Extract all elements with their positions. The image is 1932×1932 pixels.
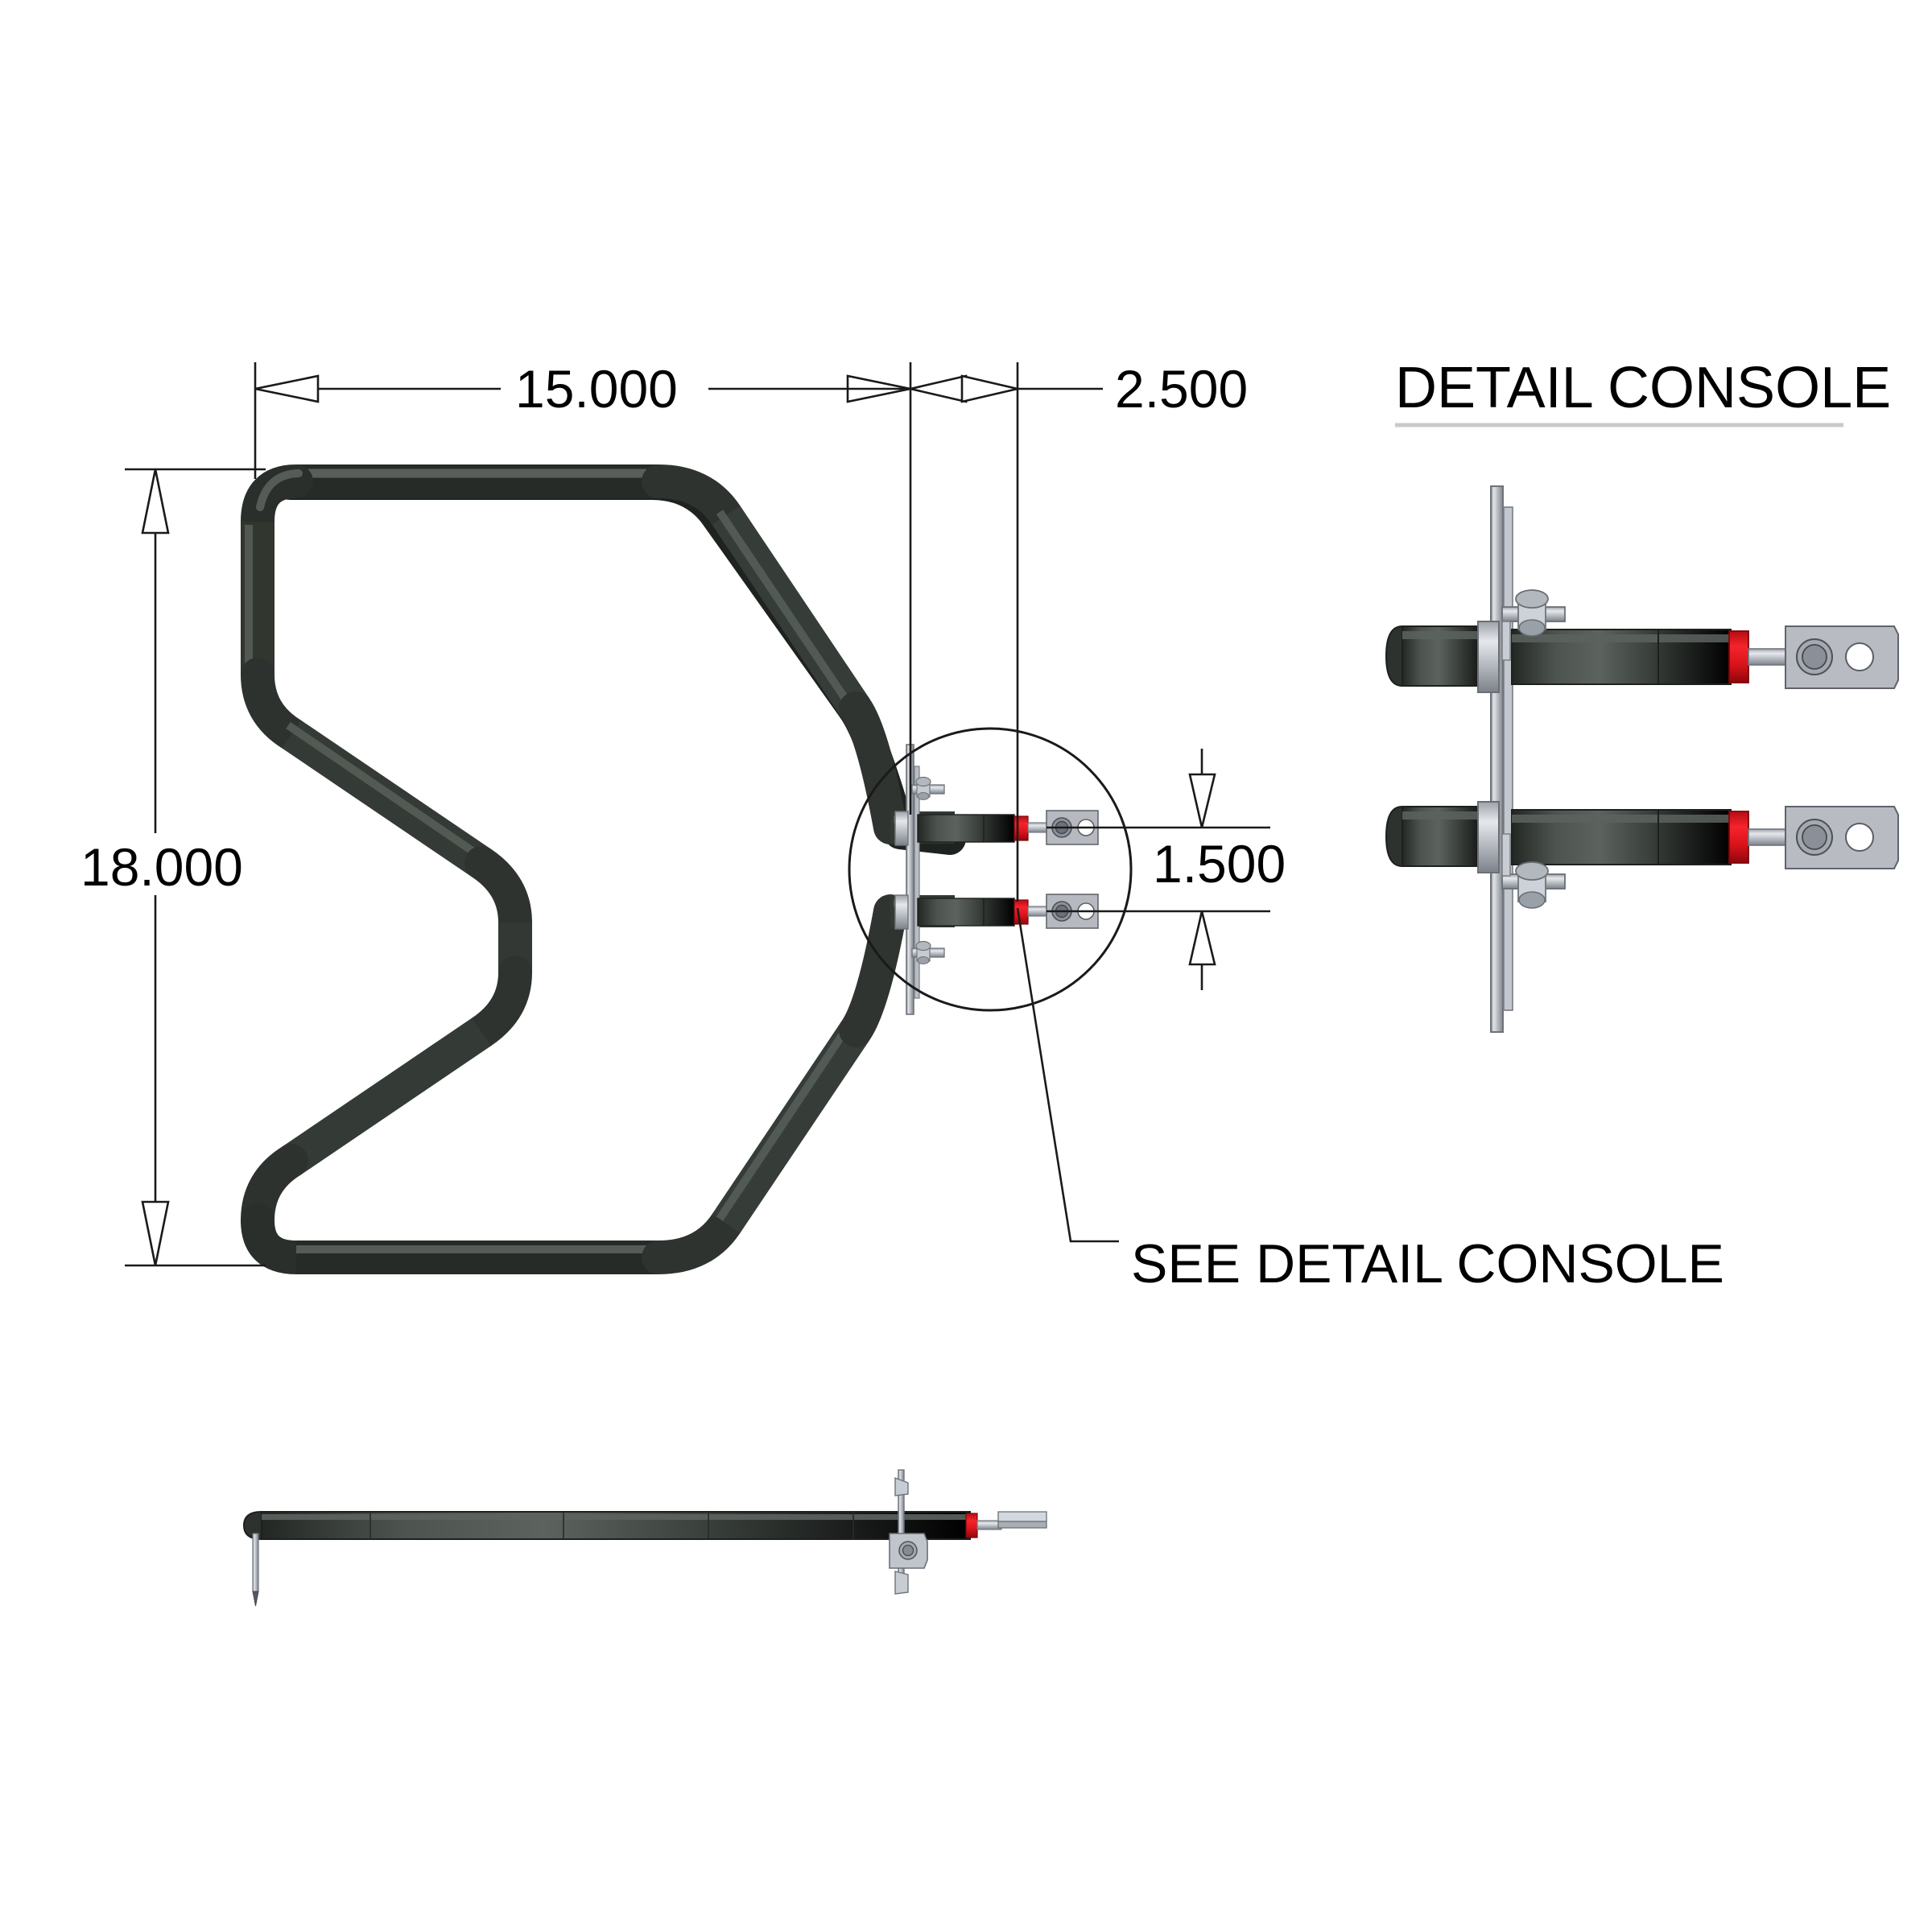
bracket-clip-lower xyxy=(911,940,945,965)
side-view-terminal-bracket xyxy=(997,1511,1047,1529)
detail-tube-upper-left xyxy=(1385,625,1493,687)
terminal-insulator-upper xyxy=(1013,815,1029,841)
see-detail-console-label: SEE DETAIL CONSOLE xyxy=(1131,1233,1724,1294)
side-view-clip-tabs xyxy=(894,1476,909,1595)
bracket-clip-upper xyxy=(911,776,945,801)
terminal-insulator-lower xyxy=(1013,899,1029,925)
detail-insulator-lower xyxy=(1728,811,1749,864)
side-view xyxy=(242,1469,1047,1607)
tube-collar-upper xyxy=(894,811,909,846)
dimension-overall-width: 15.000 xyxy=(254,359,911,419)
element-stub-upper xyxy=(917,814,1015,843)
detail-collar-upper xyxy=(1477,621,1500,693)
dimension-value-overall-height: 18.000 xyxy=(80,837,243,897)
detail-tube-lower-left xyxy=(1385,805,1493,868)
detail-terminal-bracket-lower xyxy=(1785,806,1899,869)
detail-console-title: DETAIL CONSOLE xyxy=(1395,356,1891,420)
detail-console-view: DETAIL CONSOLE xyxy=(1385,356,1899,1033)
detail-collar-lower xyxy=(1477,801,1500,873)
see-detail-console-leader: SEE DETAIL CONSOLE xyxy=(1016,907,1724,1294)
element-outline-group xyxy=(241,464,955,1274)
detail-insulator-upper xyxy=(1728,630,1749,683)
front-view xyxy=(241,464,1133,1274)
dimension-value-console-offset: 2.500 xyxy=(1115,359,1248,419)
mounting-plate-edge xyxy=(914,766,920,999)
detail-terminal-stud-lower xyxy=(1748,828,1790,846)
detail-tube-lower-right xyxy=(1511,809,1732,865)
side-view-bracket xyxy=(889,1533,928,1569)
detail-circle xyxy=(848,727,1133,1012)
side-view-insulator xyxy=(965,1513,978,1538)
dimension-console-offset: 2.500 xyxy=(848,359,1248,419)
dimension-value-overall-width: 15.000 xyxy=(515,359,678,419)
detail-mounting-plate xyxy=(1490,485,1504,1033)
terminal-stud-lower xyxy=(1027,906,1050,917)
detail-mounting-plate-flange xyxy=(1503,506,1513,1011)
detail-tube-upper-right xyxy=(1511,629,1732,685)
detail-bracket-clip-lower xyxy=(1501,833,1566,909)
dimension-overall-height: 18.000 xyxy=(80,469,243,1266)
detail-bracket-clip-upper xyxy=(1501,589,1566,661)
terminal-stud-upper xyxy=(1027,822,1050,833)
arrowhead-left xyxy=(254,374,320,403)
dimension-value-terminal-spacing: 1.500 xyxy=(1153,834,1286,894)
element-stub-lower xyxy=(917,898,1015,927)
detail-terminal-bracket-upper xyxy=(1785,625,1899,689)
dimension-terminal-spacing: 1.500 xyxy=(1153,749,1286,990)
console-assembly-front xyxy=(894,744,1099,1015)
side-view-tube xyxy=(242,1510,971,1541)
tube-collar-lower xyxy=(894,894,909,930)
side-view-left-pin xyxy=(252,1533,259,1607)
dimension-layer: 15.000 2.500 18.000 xyxy=(80,359,1286,1267)
detail-terminal-stud-upper xyxy=(1748,648,1790,666)
